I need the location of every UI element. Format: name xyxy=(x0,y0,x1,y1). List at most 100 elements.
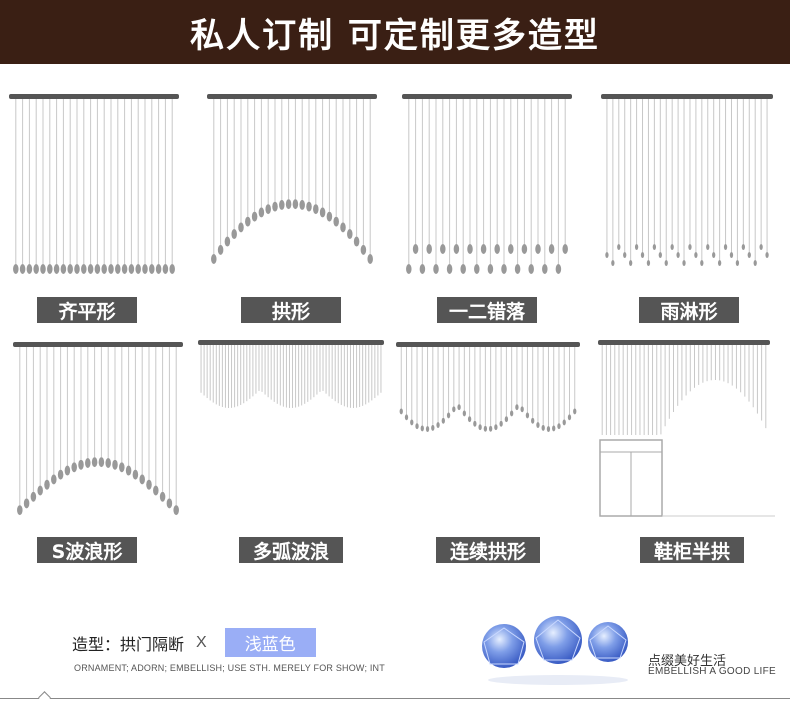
crystal-drop xyxy=(64,465,71,476)
bead-1 xyxy=(482,624,526,668)
footer-divider xyxy=(0,698,790,699)
crystal-drop xyxy=(494,424,498,431)
curtain-rod xyxy=(198,340,384,345)
curtain-rod xyxy=(13,342,183,347)
crystal-drop xyxy=(467,244,473,254)
crystal-drop xyxy=(542,264,548,274)
crystal-drop xyxy=(420,425,424,432)
crystal-drop xyxy=(74,264,80,274)
crystal-drop xyxy=(166,498,173,509)
bead-3 xyxy=(588,622,628,662)
crystal-drop xyxy=(245,216,251,227)
curtain-rod xyxy=(402,94,572,99)
times-separator: X xyxy=(196,633,207,651)
crystal-drop xyxy=(474,264,480,274)
crystal-drop xyxy=(646,260,651,266)
crystal-drop xyxy=(53,264,60,274)
crystal-drop xyxy=(326,211,333,222)
crystal-drop xyxy=(128,264,135,274)
crystal-drop xyxy=(712,252,716,258)
crystal-drop xyxy=(552,425,556,432)
crystal-drop xyxy=(573,408,577,415)
crystal-drop xyxy=(735,260,740,266)
crystal-drop xyxy=(487,264,494,274)
crystal-drop xyxy=(347,229,353,240)
crystal-drop xyxy=(37,485,43,496)
crystal-drop xyxy=(617,244,621,250)
crystal-drop xyxy=(238,222,244,233)
crystal-drop xyxy=(478,424,482,431)
crystal-drop xyxy=(682,260,686,266)
crystal-drop xyxy=(664,260,668,266)
crystal-drop xyxy=(510,410,514,417)
crystal-drop xyxy=(313,204,319,215)
crystal-drop xyxy=(13,264,19,274)
style-label-arch: 拱形 xyxy=(241,297,341,323)
crystal-drop xyxy=(153,485,159,496)
crystal-drop xyxy=(292,199,299,210)
crystal-drop xyxy=(23,498,30,509)
crystal-drop xyxy=(105,457,111,468)
curtain-rod xyxy=(207,94,377,99)
crystal-drop xyxy=(525,412,530,419)
crystal-drop xyxy=(446,264,453,274)
crystal-drop xyxy=(17,505,23,516)
crystal-drop xyxy=(473,420,477,427)
crystal-drop xyxy=(40,264,46,274)
crystal-drop xyxy=(115,264,121,274)
bead-2 xyxy=(534,616,582,664)
curtain-rod xyxy=(598,340,770,345)
crystal-drop xyxy=(132,469,139,480)
crystal-drop xyxy=(333,216,339,227)
crystal-drop xyxy=(258,207,265,218)
crystal-drop xyxy=(670,244,674,250)
crystal-drop xyxy=(98,457,105,468)
crystal-drop xyxy=(87,264,94,274)
crystal-drop xyxy=(504,416,509,423)
crystal-drop xyxy=(688,244,692,250)
curtain-rod xyxy=(601,94,773,99)
crystal-drop xyxy=(119,462,125,473)
crystal-drop xyxy=(404,414,409,421)
crystal-drop xyxy=(149,264,155,274)
crystal-drop xyxy=(415,423,419,430)
crystal-drop xyxy=(94,264,101,274)
crystal-drop xyxy=(555,264,562,274)
tagline-cn: 点缀美好生活 xyxy=(648,654,727,669)
crystal-drop xyxy=(567,414,572,421)
crystal-drop xyxy=(224,236,231,247)
style-label-multi-arc: 多弧波浪 xyxy=(239,537,343,563)
crystal-drop xyxy=(531,417,535,424)
crystal-drop xyxy=(19,264,26,274)
crystal-drop xyxy=(652,244,657,250)
crystal-drop xyxy=(457,404,461,411)
style-label-staggered: 一二错落 xyxy=(437,297,537,323)
crystal-drop xyxy=(169,264,175,274)
crystal-drop xyxy=(431,424,435,431)
crystal-drop xyxy=(231,229,237,240)
crystal-drop xyxy=(433,264,439,274)
crystal-drop xyxy=(676,252,680,258)
curtain-rod xyxy=(9,94,179,99)
tagline-en: EMBELLISH A GOOD LIFE xyxy=(648,666,777,677)
crystal-drop xyxy=(546,425,551,432)
crystal-drop xyxy=(91,457,98,468)
crystal-drop xyxy=(412,244,419,254)
crystal-drop xyxy=(410,419,414,426)
crystal-drop xyxy=(155,264,162,274)
product-info-row: 造型：拱门隔断 X 浅蓝色 xyxy=(72,628,316,657)
crystal-drop xyxy=(658,252,662,258)
crystal-drop xyxy=(634,244,639,250)
crystal-drop xyxy=(441,417,445,424)
crystal-drop xyxy=(700,260,704,266)
crystal-drop xyxy=(729,252,734,258)
crystal-drop xyxy=(159,491,166,502)
crystal-drop xyxy=(557,423,561,430)
crystal-drop xyxy=(629,260,633,266)
crystal-drop xyxy=(446,412,451,419)
crystal-drop xyxy=(71,462,77,473)
crystal-drop xyxy=(121,264,128,274)
